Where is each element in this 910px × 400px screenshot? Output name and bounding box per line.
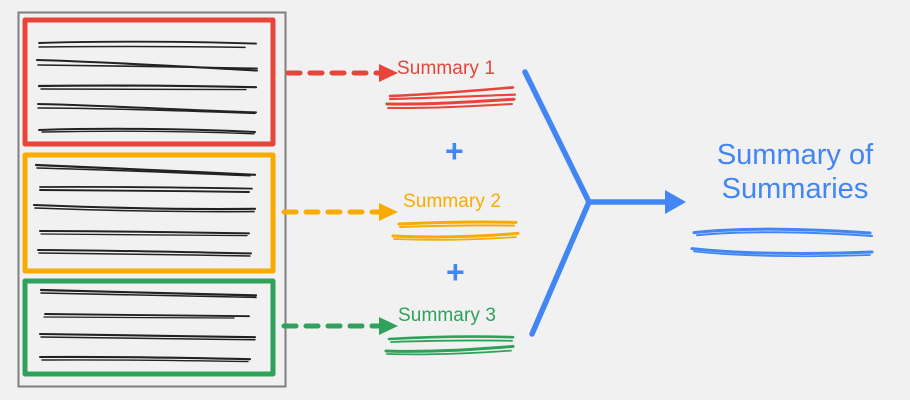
group-3-box (22, 278, 276, 377)
final-output-squiggle (690, 227, 874, 258)
final-label-line-1: Summary of (716, 139, 874, 171)
summary-3-squiggle (384, 335, 515, 356)
group-2-box (22, 152, 276, 274)
document-group-3[interactable] (22, 278, 276, 377)
arrow-to-summary-2[interactable] (281, 203, 398, 221)
summary-1-label[interactable]: Summary 1 (397, 58, 496, 79)
summary-1-squiggle (385, 86, 517, 110)
group-2-text-lines (32, 163, 257, 257)
source-document-panel[interactable] (17, 11, 287, 388)
merge-arrow-branches (522, 69, 592, 337)
document-panel-border (17, 11, 287, 388)
arrow-to-summary-3[interactable] (281, 317, 398, 335)
plus-icon-2: + (446, 254, 465, 290)
merge-arrowhead (665, 190, 686, 214)
summary-2-label[interactable]: Summary 2 (403, 191, 502, 212)
arrow-to-summary-1[interactable] (285, 64, 398, 82)
document-group-1[interactable] (22, 17, 276, 147)
merge-arrow[interactable] (522, 69, 686, 337)
final-label-line-2: Summaries (721, 173, 869, 206)
arrowhead-2 (379, 203, 398, 221)
summary-2-squiggle (391, 220, 520, 241)
arrowhead-3 (379, 317, 398, 335)
summary-3-label[interactable]: Summary 3 (398, 305, 497, 326)
group-3-text-lines (38, 288, 258, 363)
arrowhead-1 (379, 64, 398, 82)
document-group-2[interactable] (22, 152, 276, 274)
summary-of-summaries-label[interactable]: Summary of Summaries (700, 138, 890, 206)
group-1-text-lines (35, 40, 259, 135)
group-1-box (22, 17, 276, 147)
plus-icon-1: + (445, 133, 464, 169)
